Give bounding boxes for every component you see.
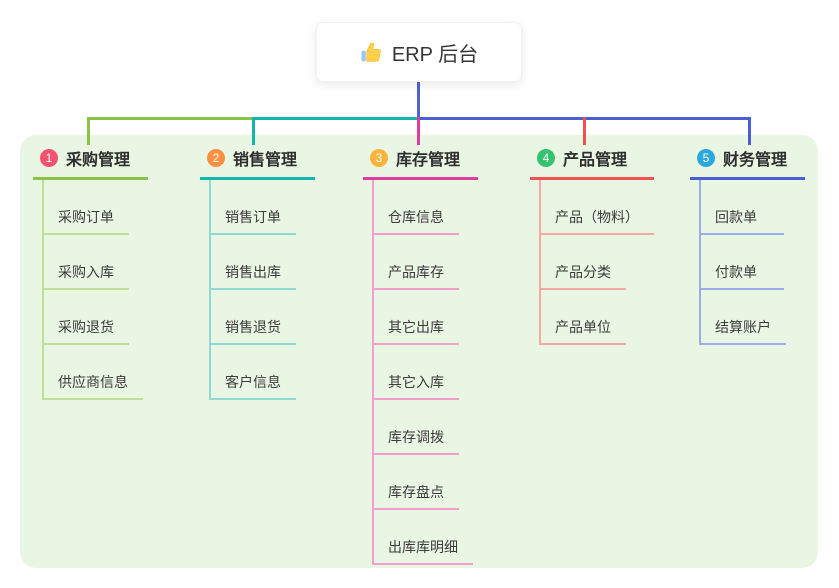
root-label: ERP 后台 (391, 43, 479, 66)
child-item[interactable]: 结算账户 (699, 290, 786, 345)
branch-index-badge: 4 (537, 149, 555, 167)
child-item[interactable]: 其它入库 (372, 345, 459, 400)
child-item[interactable]: 供应商信息 (42, 345, 143, 400)
child-item[interactable]: 产品单位 (539, 290, 626, 345)
child-item[interactable]: 销售出库 (209, 235, 296, 290)
branch-header[interactable]: 2 销售管理 (200, 146, 315, 180)
branch-3: 3 库存管理 仓库信息产品库存其它出库其它入库库存调拨库存盘点出库库明细 (363, 146, 478, 565)
child-label: 其它出库 (388, 319, 444, 335)
branch-label: 财务管理 (723, 152, 788, 169)
branch-drop-connector (583, 117, 586, 145)
child-label: 产品单位 (555, 319, 611, 335)
child-label: 回款单 (715, 209, 757, 225)
child-item[interactable]: 付款单 (699, 235, 784, 290)
child-item[interactable]: 客户信息 (209, 345, 296, 400)
child-label: 销售订单 (225, 209, 281, 225)
branch-index-badge: 1 (40, 149, 58, 167)
branch-4: 4 产品管理 产品（物料） 产品分类产品单位 (530, 146, 654, 345)
child-item[interactable]: 库存盘点 (372, 455, 459, 510)
branch-index-badge: 2 (207, 149, 225, 167)
child-item[interactable]: 销售退货 (209, 290, 296, 345)
connector-h-left (87, 117, 253, 120)
child-label: 其它入库 (388, 374, 444, 390)
child-label: 销售出库 (225, 264, 281, 280)
branch-label: 采购管理 (66, 152, 131, 169)
child-label: 出库库明细 (388, 539, 458, 555)
branch-5: 5 财务管理 回款单付款单结算账户 (690, 146, 805, 345)
child-label: 结算账户 (715, 319, 771, 335)
child-item[interactable]: 采购退货 (42, 290, 129, 345)
branch-children: 采购订单采购入库采购退货供应商信息 (42, 180, 143, 400)
connector-h-mid (252, 117, 419, 120)
child-label: 采购退货 (58, 319, 114, 335)
branch-drop-connector (748, 117, 751, 145)
child-label: 库存调拨 (388, 429, 444, 445)
child-item[interactable]: 产品库存 (372, 235, 459, 290)
branch-header[interactable]: 5 财务管理 (690, 146, 805, 180)
child-label: 客户信息 (225, 374, 281, 390)
child-label: 产品分类 (555, 264, 611, 280)
branch-label: 销售管理 (233, 152, 298, 169)
child-item[interactable]: 销售订单 (209, 180, 296, 235)
thumbs-up-icon (361, 42, 381, 62)
branch-2: 2 销售管理 销售订单销售出库销售退货客户信息 (200, 146, 315, 400)
branch-drop-connector (417, 117, 420, 145)
branch-index-badge: 5 (697, 149, 715, 167)
branch-1: 1 采购管理 采购订单采购入库采购退货供应商信息 (33, 146, 148, 400)
child-item[interactable]: 出库库明细 (372, 510, 473, 565)
branch-children: 产品（物料） 产品分类产品单位 (539, 180, 654, 345)
child-item[interactable]: 采购订单 (42, 180, 129, 235)
child-item[interactable]: 产品（物料） (539, 180, 654, 235)
branch-header[interactable]: 1 采购管理 (33, 146, 148, 180)
child-item[interactable]: 回款单 (699, 180, 784, 235)
root-connector-line (417, 82, 420, 118)
branch-label: 产品管理 (563, 152, 628, 169)
branch-header[interactable]: 3 库存管理 (363, 146, 478, 180)
child-label: 产品库存 (388, 264, 444, 280)
branch-drop-connector (252, 117, 255, 145)
child-item[interactable]: 产品分类 (539, 235, 626, 290)
mindmap-canvas (20, 135, 818, 568)
child-label: 库存盘点 (388, 484, 444, 500)
child-item[interactable]: 采购入库 (42, 235, 129, 290)
child-item[interactable]: 库存调拨 (372, 400, 459, 455)
child-label: 仓库信息 (388, 209, 444, 225)
child-label: 采购入库 (58, 264, 114, 280)
child-label: 供应商信息 (58, 374, 128, 390)
branch-header[interactable]: 4 产品管理 (530, 146, 654, 180)
branch-children: 回款单付款单结算账户 (699, 180, 786, 345)
branch-children: 销售订单销售出库销售退货客户信息 (209, 180, 296, 400)
branch-label: 库存管理 (396, 152, 461, 169)
root-node[interactable]: ERP 后台 (316, 22, 522, 82)
branch-drop-connector (87, 117, 90, 145)
child-item[interactable]: 仓库信息 (372, 180, 459, 235)
child-label: 采购订单 (58, 209, 114, 225)
child-label: 销售退货 (225, 319, 281, 335)
branch-index-badge: 3 (370, 149, 388, 167)
child-label: 付款单 (715, 264, 757, 280)
child-label: 产品（物料） (555, 209, 639, 225)
branch-children: 仓库信息产品库存其它出库其它入库库存调拨库存盘点出库库明细 (372, 180, 473, 565)
child-item[interactable]: 其它出库 (372, 290, 459, 345)
